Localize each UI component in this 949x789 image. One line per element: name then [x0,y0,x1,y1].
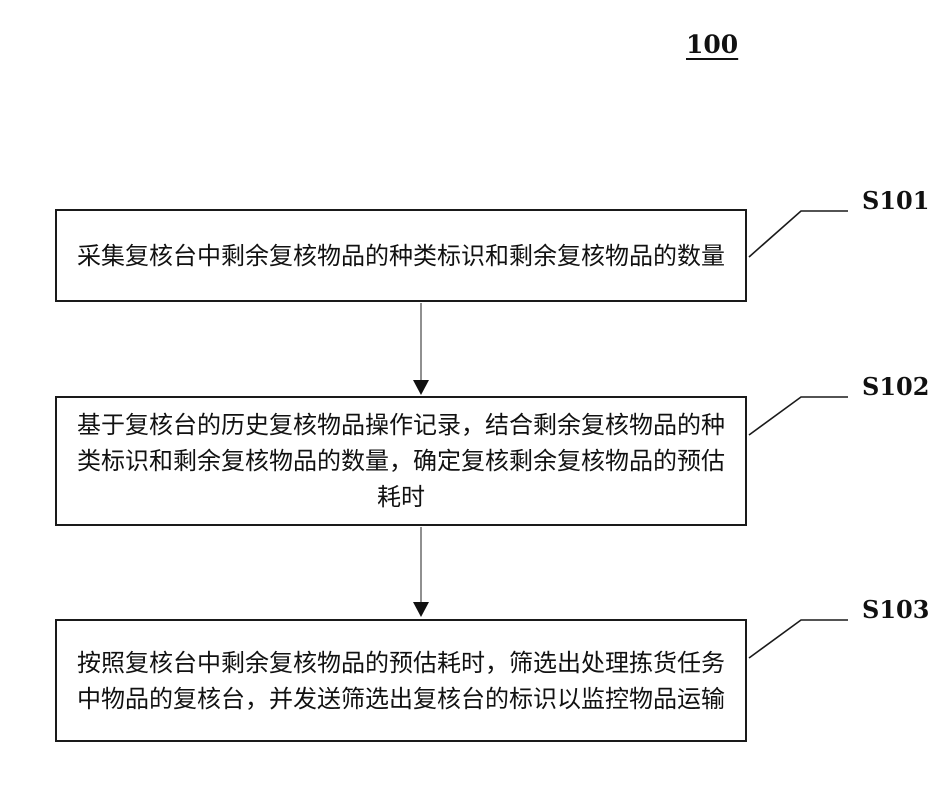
step-box-s101: 采集复核台中剩余复核物品的种类标识和剩余复核物品的数量 [55,209,747,302]
leader-line-s102 [749,397,848,435]
step-box-s102: 基于复核台的历史复核物品操作记录，结合剩余复核物品的种类标识和剩余复核物品的数量… [55,396,747,526]
step-text-s101: 采集复核台中剩余复核物品的种类标识和剩余复核物品的数量 [75,238,727,274]
step-text-s103: 按照复核台中剩余复核物品的预估耗时，筛选出处理拣货任务中物品的复核台，并发送筛选… [75,645,727,717]
step-label-s102: S102 [862,372,929,401]
leader-line-s101 [749,211,848,257]
flow-arrow-2-head [413,602,429,617]
leader-line-s103 [749,620,848,658]
step-label-s103: S103 [862,595,929,624]
step-text-s102: 基于复核台的历史复核物品操作记录，结合剩余复核物品的种类标识和剩余复核物品的数量… [75,407,727,515]
step-box-s103: 按照复核台中剩余复核物品的预估耗时，筛选出处理拣货任务中物品的复核台，并发送筛选… [55,619,747,742]
flow-arrow-1-head [413,380,429,395]
step-label-s101: S101 [862,186,929,215]
